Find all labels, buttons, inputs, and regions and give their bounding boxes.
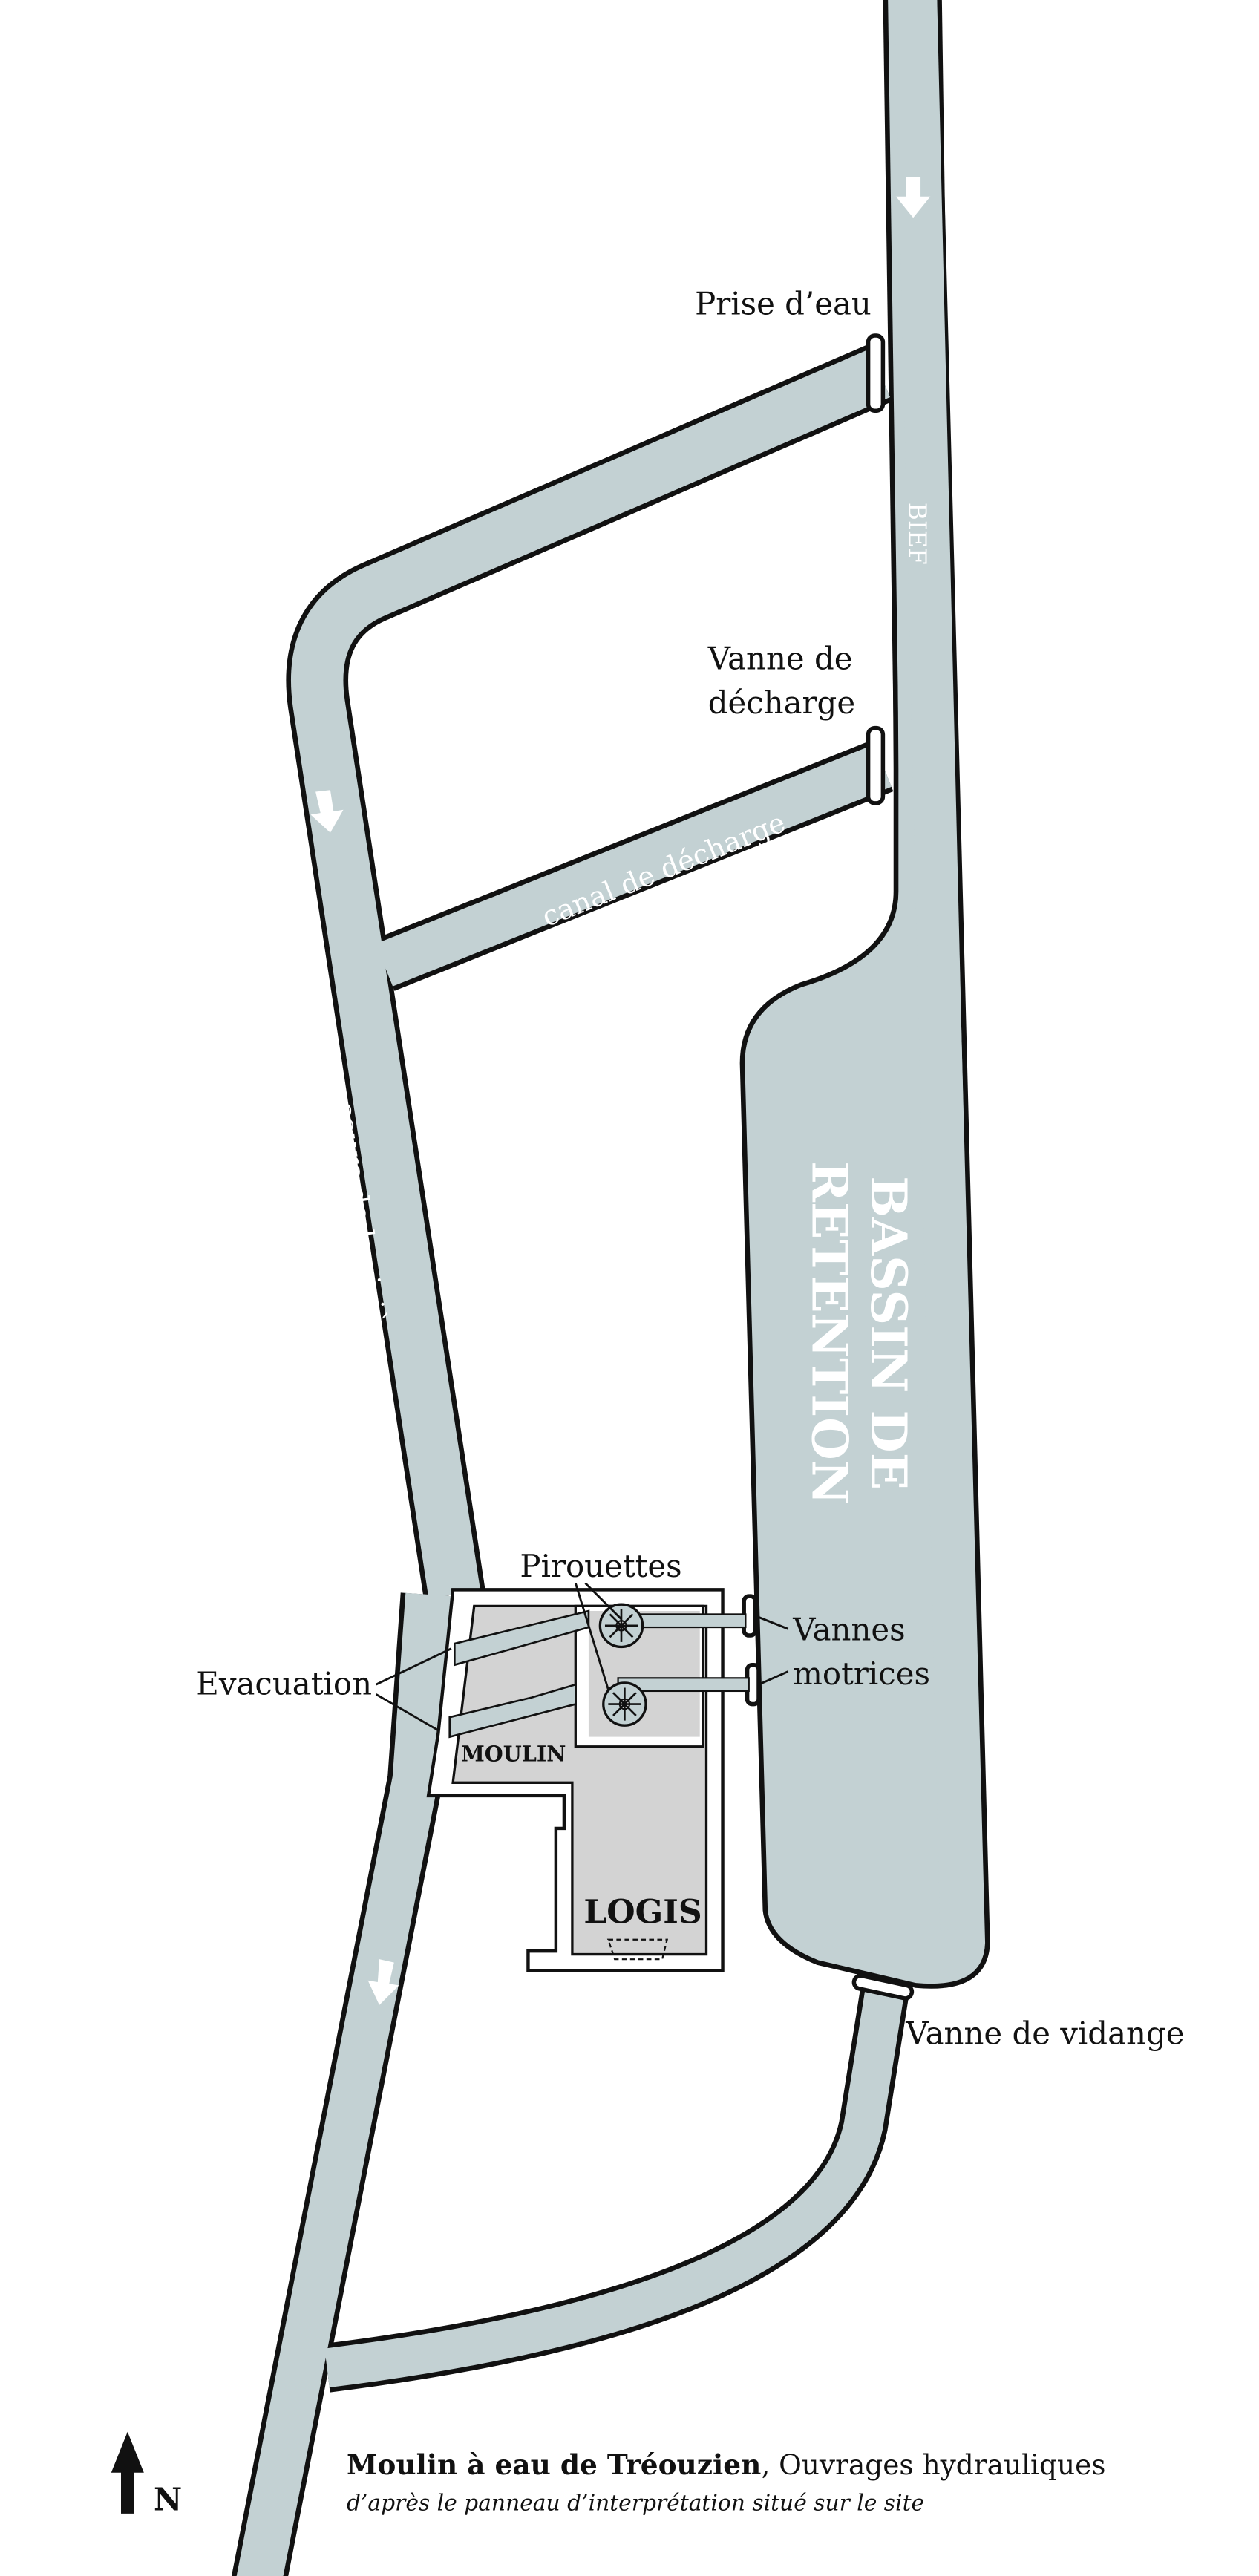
- prise-eau-gate: [866, 333, 886, 413]
- label-bief: BIEF: [903, 503, 932, 565]
- vanne-vidange-gate: [851, 1973, 915, 2001]
- label-logis: LOGIS: [583, 1894, 702, 1932]
- label-vannes-motrices-1: Vannes: [792, 1612, 905, 1648]
- vanne-decharge-gate: [866, 725, 886, 805]
- cours-riviere-channel: [236, 1592, 451, 2576]
- pirouette-wheel-icon: [598, 1603, 644, 1649]
- flow-arrow-icon: [896, 177, 931, 218]
- label-vanne-vidange: Vanne de vidange: [905, 2016, 1184, 2052]
- flow-arrow-icon: [310, 790, 344, 833]
- caption-title-bold: Moulin à eau de Tréouzien: [347, 2448, 761, 2481]
- label-vanne-decharge-1: Vanne de: [707, 640, 853, 676]
- canal-decharge-channel: [376, 744, 892, 987]
- channels-water: [236, 0, 983, 2576]
- label-vannes-motrices-2: motrices: [793, 1655, 930, 1692]
- gates: [742, 333, 915, 2001]
- flow-arrow-icon: [367, 1959, 399, 2005]
- caption-subtitle: d’après le panneau d’interprétation situ…: [347, 2490, 924, 2516]
- label-moulin: MOULIN: [461, 1742, 566, 1767]
- label-vanne-decharge-2: décharge: [708, 684, 855, 721]
- vidange-channel: [324, 1978, 906, 2388]
- prise-channel: [290, 349, 890, 1599]
- caption-title-rest: , Ouvrages hydrauliques: [761, 2448, 1105, 2481]
- north-arrow-icon: N: [111, 2431, 182, 2517]
- pirouette-wheel-icon: [602, 1681, 647, 1727]
- caption-title: Moulin à eau de Tréouzien, Ouvrages hydr…: [347, 2448, 1106, 2481]
- label-prise-eau: Prise d’eau: [695, 285, 872, 321]
- label-evacuation: Evacuation: [196, 1665, 372, 1701]
- flow-arrows: [310, 177, 931, 2005]
- mill-buildings: [375, 1582, 789, 1972]
- label-bassin-1: BASSIN DE: [860, 1176, 918, 1490]
- north-letter: N: [154, 2481, 182, 2517]
- label-bassin-2: RETENTION: [801, 1161, 859, 1505]
- label-pirouettes: Pirouettes: [520, 1548, 681, 1584]
